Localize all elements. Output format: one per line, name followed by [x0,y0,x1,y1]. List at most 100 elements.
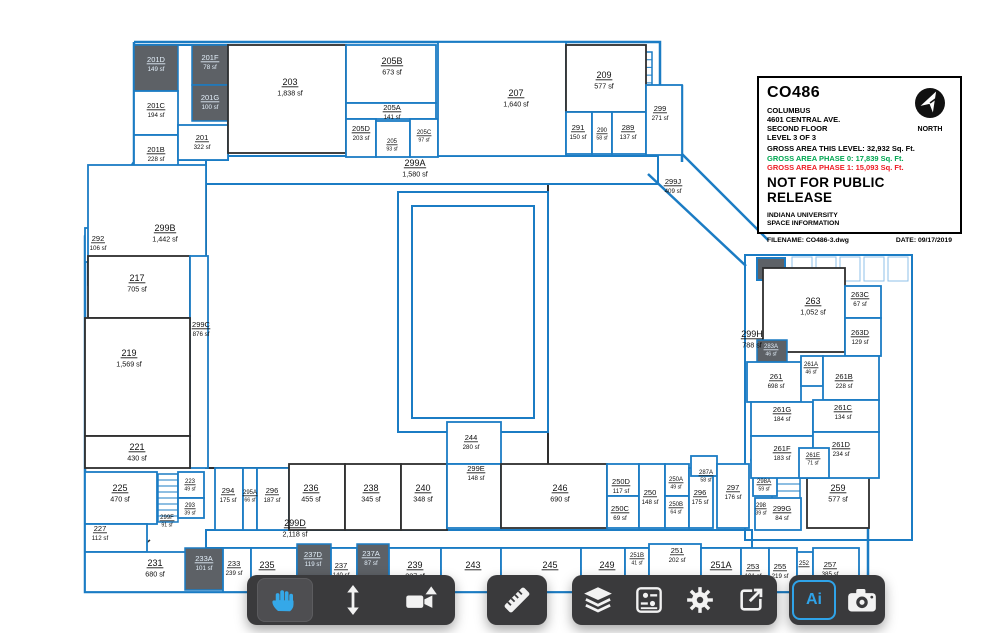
room-area: 148 sf [642,499,659,506]
room-area: 577 sf [828,495,848,504]
room-number: 205C [417,130,432,136]
room-area: 175 sf [220,497,237,504]
room-area: 93 sf [386,147,398,153]
room-area: 577 sf [594,82,614,91]
room-area: 345 sf [361,495,381,504]
room-number: 261 [770,372,783,381]
room-area: 228 sf [836,383,853,390]
export-button[interactable] [726,578,777,622]
room-area: 148 sf [468,475,485,482]
room-area: 78 sf [203,64,217,71]
room-area: 194 sf [148,112,165,119]
room-number: 249 [599,560,614,570]
structure-wall [863,256,885,282]
room-area: 673 sf [382,68,402,77]
room [645,84,683,156]
room-number: 205D [352,124,371,133]
room-area: 119 sf [305,561,322,568]
room [84,471,158,525]
room-number: 261C [834,403,853,412]
properties-panel-button[interactable] [623,578,674,622]
room-area: 271 sf [652,115,669,122]
room-number: 299 [654,104,667,113]
room [84,317,191,437]
room-number: 246 [552,483,567,493]
room-area: 39 sf [755,511,767,517]
layers-button[interactable] [572,578,623,622]
room-number: 261B [835,372,853,381]
ai-button[interactable]: Ai [790,578,838,622]
room-number: 293 [185,503,196,509]
room [288,463,346,531]
room-area: 134 sf [835,414,852,421]
room-area: 202 sf [669,557,686,564]
measure-tool-button[interactable] [489,578,545,622]
room [688,467,714,529]
room-number: 250C [611,504,630,513]
scroll-tool-button[interactable] [325,578,381,622]
screenshot-button[interactable] [840,578,884,622]
room-number: 237 [335,561,348,570]
up-down-arrow-icon [347,585,359,615]
structure-wall [887,256,909,282]
panel-sliders-icon [636,587,662,613]
room-area: 680 sf [145,570,165,579]
pan-tool-button[interactable] [257,578,313,622]
room-number: 252 [799,561,810,567]
room [227,44,347,154]
camera-tool-button[interactable] [393,578,449,622]
room-number: 201F [201,53,219,62]
room-area: 470 sf [110,495,130,504]
room [754,497,802,531]
north-arrow-icon [915,88,945,118]
room-number: 203 [282,77,297,87]
room-area: 106 sf [90,245,107,252]
room-number: 201G [201,93,220,102]
photo-camera-icon [848,589,876,612]
room-area: 348 sf [413,495,433,504]
room-area: 409 sf [665,188,682,195]
hand-icon [272,590,294,612]
room-area: 788 sf [742,341,762,350]
room [87,255,191,319]
room [798,447,830,479]
room-area: 1,052 sf [800,308,826,317]
room-number: 227 [94,524,107,533]
floor-name: SECOND FLOOR [767,124,828,133]
level-info: LEVEL 3 OF 3 [767,133,817,142]
room-number: 299F [160,515,174,521]
room-area: 1,838 sf [277,89,303,98]
room-number: 251 [671,546,684,555]
room-area: 39 sf [184,511,196,517]
room-number: 253 [747,562,760,571]
settings-button[interactable] [675,578,726,622]
room [746,361,802,403]
room [133,90,179,136]
room-number: 298A [757,479,771,485]
room-number: 298 [756,503,767,509]
toolbar-group-navigation [247,575,455,625]
room [189,255,209,469]
room-area: 203 sf [353,135,370,142]
room [214,467,244,531]
room-number: 201 [196,133,209,142]
room-area: 87 sf [364,560,378,567]
room-area: 876 sf [193,331,210,338]
room [844,285,882,319]
room-number: 221 [129,442,144,452]
room-number: 251B [630,553,644,559]
north-compass: NORTH [910,86,950,133]
gear-icon [687,587,713,613]
building-address: 4601 CENTRAL AVE. [767,115,841,124]
room-number: 243 [465,560,480,570]
room [716,463,750,529]
room-area: 698 sf [768,383,785,390]
room-area: 1,640 sf [503,100,529,109]
room-number: 201D [147,55,166,64]
room [611,111,647,155]
room-area: 149 sf [148,66,165,73]
room-area: 71 sf [807,461,819,467]
room-area: 183 sf [774,455,791,462]
org-line2: SPACE INFORMATION [767,219,840,227]
